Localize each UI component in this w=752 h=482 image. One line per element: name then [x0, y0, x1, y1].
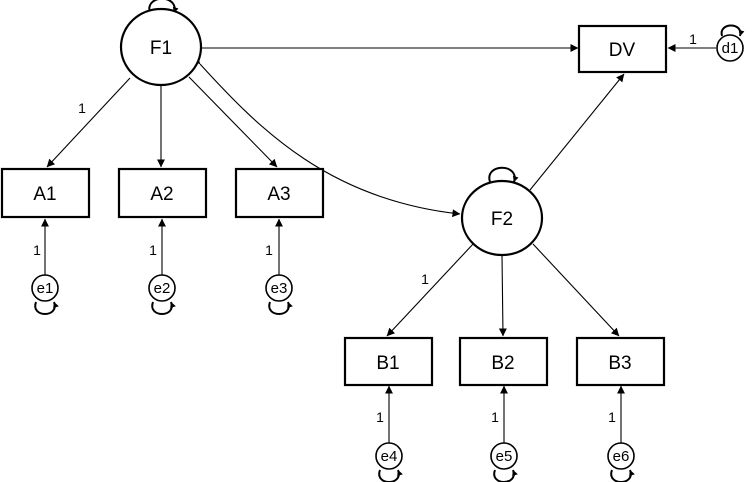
error-terms: e1 e2 e3 e4 e5 e6 d1	[31, 34, 744, 470]
path-label-f2-b1: 1	[421, 271, 429, 287]
path-label-e6-b3: 1	[608, 409, 616, 425]
variance-loop-e6	[610, 469, 635, 482]
observed-b2: B2	[458, 336, 549, 387]
observed-b2-label: B2	[491, 353, 514, 374]
edges	[41, 44, 716, 443]
variance-loop-f2	[488, 166, 519, 183]
latent-factors: F1 F2	[119, 7, 544, 257]
error-e3: e3	[265, 274, 293, 302]
path-f2-b1	[386, 242, 475, 337]
path-f1-a1	[46, 77, 131, 168]
error-e4: e4	[375, 442, 403, 470]
path-labels: 1 1 1 1 1 1 1 1 1	[33, 31, 697, 425]
latent-f2: F2	[460, 179, 544, 257]
variance-loop-e3	[268, 301, 293, 315]
error-e6: e6	[607, 442, 635, 470]
path-f2-b2	[498, 254, 507, 337]
observed-b3-label: B3	[608, 353, 631, 374]
observed-a1-label: A1	[33, 184, 56, 205]
latent-f1-label: F1	[150, 38, 172, 59]
error-e5-label: e5	[496, 448, 513, 465]
variance-loop-e1	[34, 301, 59, 315]
error-e2-label: e2	[154, 280, 171, 297]
variance-loop-e4	[378, 469, 403, 482]
observed-variables: A1 A2 A3 B1 B2 B3 DV	[0, 24, 668, 387]
path-f2-b3	[532, 243, 620, 337]
observed-a2: A2	[117, 167, 208, 219]
variance-loop-d1	[720, 24, 745, 37]
observed-b1-label: B1	[376, 353, 399, 374]
variance-loop-e2	[151, 301, 176, 315]
covariance-f1-f2	[191, 55, 461, 218]
error-e1: e1	[31, 274, 59, 302]
error-e2: e2	[148, 274, 176, 302]
path-label-e5-b2: 1	[491, 409, 499, 425]
error-e1-label: e1	[37, 280, 54, 297]
path-label-e2-a2: 1	[149, 242, 157, 258]
path-label-e1-a1: 1	[33, 242, 41, 258]
path-label-e3-a3: 1	[265, 242, 273, 258]
variance-loop-f1	[148, 0, 179, 14]
error-d1: d1	[716, 34, 744, 62]
variance-loop-e5	[493, 469, 518, 482]
error-e6-label: e6	[613, 448, 630, 465]
error-e5: e5	[490, 442, 518, 470]
observed-a3: A3	[234, 167, 325, 219]
error-e4-label: e4	[381, 448, 398, 465]
latent-f1: F1	[119, 7, 203, 87]
observed-dv: DV	[577, 24, 668, 74]
observed-a3-label: A3	[267, 184, 290, 205]
observed-a1: A1	[0, 167, 91, 219]
error-d1-label: d1	[722, 40, 739, 57]
path-f2-dv	[529, 73, 625, 191]
observed-b1: B1	[343, 336, 434, 387]
observed-a2-label: A2	[150, 184, 173, 205]
path-label-e4-b1: 1	[376, 409, 384, 425]
error-e3-label: e3	[271, 280, 288, 297]
observed-b3: B3	[575, 336, 666, 387]
path-f1-a3	[188, 76, 278, 168]
observed-dv-label: DV	[609, 40, 636, 61]
latent-f2-label: F2	[491, 209, 513, 230]
path-label-f1-a1: 1	[78, 100, 86, 116]
path-label-d1-dv: 1	[689, 31, 697, 47]
